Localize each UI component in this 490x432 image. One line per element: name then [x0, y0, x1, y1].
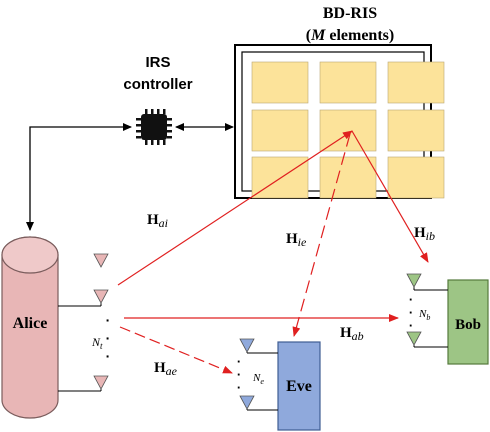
channel-alice-to-ris — [117, 130, 353, 286]
chip-pin — [151, 109, 154, 114]
ris-subtitle: (M elements) — [306, 27, 394, 44]
eve-antenna-array — [239, 338, 255, 410]
chip-pin — [163, 109, 166, 114]
eve-antenna-dots: · — [237, 354, 241, 369]
ris-element-grid — [251, 61, 445, 199]
alice-antenna-dots: · — [106, 348, 111, 364]
chip-pin — [167, 136, 172, 139]
ris-element — [387, 61, 445, 104]
chip-pin — [136, 118, 141, 121]
chip-body — [141, 114, 167, 140]
chip-pin — [157, 109, 160, 114]
chip-pin — [136, 130, 141, 133]
ris-element — [387, 109, 445, 152]
channel-ris-to-eve — [292, 133, 351, 337]
eve-antenna-count: Ne — [252, 372, 264, 386]
alice-node — [1, 236, 59, 419]
controller-label-line2: controller — [123, 76, 192, 93]
ris-element — [319, 61, 377, 104]
chip-icon — [136, 109, 172, 145]
bob-antenna-icon — [406, 331, 422, 346]
label-h-ie: Hie — [286, 231, 307, 249]
eve-node — [277, 341, 321, 431]
controller-label-line1: IRS — [145, 54, 170, 71]
ris-element — [387, 156, 445, 199]
eve-antenna-dots: · — [237, 380, 241, 395]
chip-pin — [136, 124, 141, 127]
bob-antenna-dots: · — [409, 318, 413, 333]
chip-pin — [145, 140, 148, 145]
channel-ris-to-bob — [351, 130, 429, 263]
eve-label: Eve — [286, 378, 312, 395]
alice-label: Alice — [13, 315, 48, 332]
label-h-ai: Hai — [147, 212, 168, 230]
ris-element — [319, 109, 377, 152]
chip-pin — [157, 140, 160, 145]
chip-pin — [145, 109, 148, 114]
eve-antenna-dots: · — [237, 367, 241, 382]
controller-to-alice-link — [26, 123, 132, 231]
bob-antenna-dots: · — [409, 305, 413, 320]
chip-pin — [167, 124, 172, 127]
bob-antenna-count: Nb — [418, 308, 430, 322]
alice-antenna-dots: · — [106, 312, 111, 328]
chip-pin — [167, 118, 172, 121]
alice-antenna-count: Nt — [91, 335, 103, 351]
chip-pin — [151, 140, 154, 145]
alice-antenna-icon — [93, 253, 109, 268]
alice-antenna-icon — [93, 289, 109, 304]
eve-antenna-icon — [239, 395, 255, 410]
ris-element — [251, 109, 309, 152]
bob-antenna-dots: · — [409, 292, 413, 307]
alice-antenna-dots: · — [106, 330, 111, 346]
label-h-ae: Hae — [154, 360, 178, 378]
channel-alice-to-eve — [119, 326, 233, 374]
ris-element — [319, 156, 377, 199]
alice-antenna-array — [93, 253, 109, 390]
bob-node — [447, 279, 489, 365]
eve-antenna-icon — [239, 338, 255, 353]
chip-pin — [136, 136, 141, 139]
label-h-ab: Hab — [340, 325, 364, 343]
bob-antenna-icon — [406, 273, 422, 288]
label-h-ib: Hib — [414, 225, 435, 243]
ris-title: BD-RIS — [323, 5, 377, 22]
bob-label: Bob — [455, 317, 481, 333]
bob-antenna-array — [406, 273, 422, 346]
alice-antenna-icon — [93, 375, 109, 390]
chip-pin — [163, 140, 166, 145]
ris-element — [251, 61, 309, 104]
chip-pin — [167, 130, 172, 133]
